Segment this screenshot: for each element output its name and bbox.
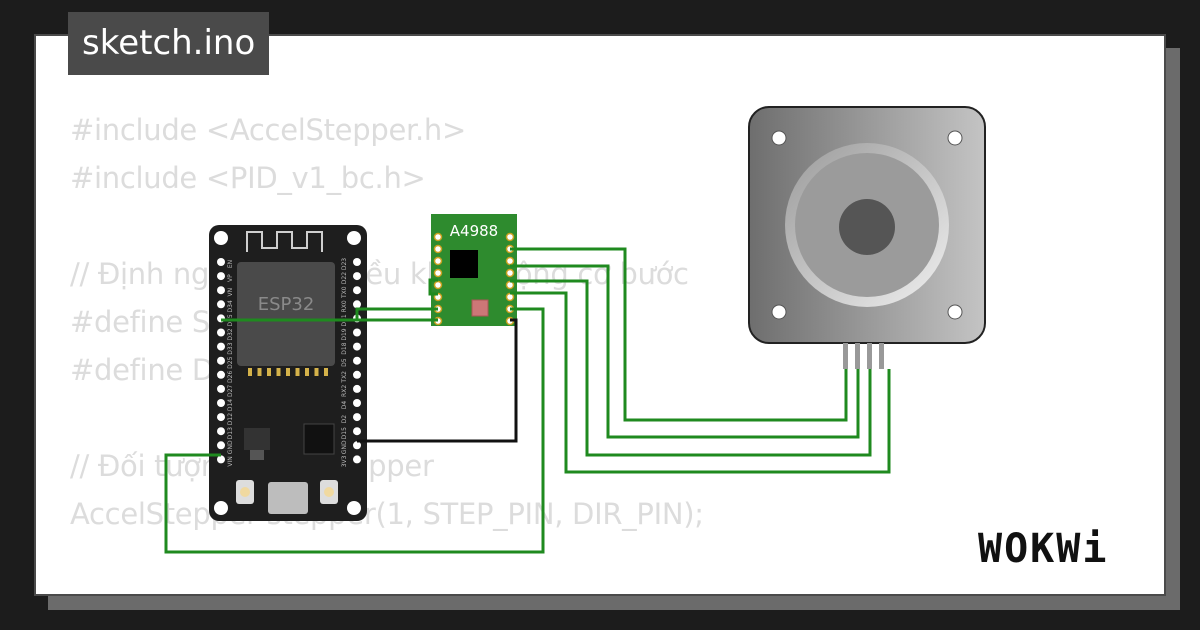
esp32-pin[interactable] [217,356,225,365]
esp32-pin-label: D12 [227,413,234,425]
file-tab[interactable]: sketch.ino [68,12,270,75]
esp32-pin-label: D33 [227,342,234,354]
driver-pin[interactable] [505,232,515,242]
esp32-pin-label: D2 [341,415,348,424]
driver-pin[interactable] [505,268,515,278]
module-pad [305,368,309,376]
esp32-pin[interactable] [353,427,361,436]
esp32-pin-label: D13 [227,427,234,439]
esp32-pin[interactable] [217,286,225,295]
esp32-pin-label: D34 [227,300,234,312]
esp32-pin[interactable] [353,441,361,450]
code-line: #include <PID_v1_bc.h> [70,161,426,195]
esp32-pin[interactable] [353,455,361,464]
esp32-pin[interactable] [217,272,225,281]
module-pad [267,368,271,376]
wires [164,247,891,554]
esp32-pin[interactable] [353,328,361,337]
module-pad [324,368,328,376]
esp32-pin-label: D23 [341,258,348,270]
esp32-pin[interactable] [217,258,225,266]
esp32-pin-label: EN [227,260,234,268]
wire-reset-sleep[interactable] [428,278,438,296]
wire-gnd[interactable] [357,318,518,443]
esp32-pin[interactable] [217,300,225,309]
esp32-pin[interactable] [217,427,225,436]
wire-motor-c[interactable] [510,279,872,457]
a4988-driver[interactable]: A4988 [431,214,517,326]
esp32-board[interactable]: ESP32 ENVPVND34D35D32D33D25D26D27D14D12D… [209,225,367,521]
driver-pin[interactable] [433,232,443,242]
esp32-pin-label: D19 [341,328,348,340]
driver-pin[interactable] [505,256,515,266]
esp32-pin-label: D15 [341,427,348,439]
esp32-pin[interactable] [353,342,361,351]
driver-pin[interactable] [433,268,443,278]
esp32-pin[interactable] [353,300,361,309]
wokwi-logo: WOKWi [978,526,1109,572]
esp32-pin[interactable] [353,258,361,266]
esp32-pin[interactable] [353,356,361,365]
esp32-pin-label: RX0 [341,300,348,312]
esp32-pin[interactable] [217,328,225,337]
module-pad [295,368,300,376]
driver-pin[interactable] [505,292,515,302]
esp32-pin-label: D27 [227,385,234,397]
esp32-pin-label: D5 [341,358,348,367]
driver-pin[interactable] [505,280,515,290]
esp32-pin[interactable] [353,399,361,407]
esp32-label: ESP32 [258,294,315,315]
esp32-pin-label: D4 [341,401,348,410]
esp32-pin[interactable] [217,413,225,422]
driver-label: A4988 [450,222,498,240]
stepper-motor[interactable] [748,106,986,369]
esp32-pin[interactable] [353,286,361,295]
esp32-pin-label: 3V3 [341,455,348,467]
module-pad [248,368,252,376]
esp32-pin-label: GND [341,440,348,454]
esp32-pin-label: D32 [227,328,234,340]
esp32-pin-label: VIN [227,456,234,466]
driver-pin[interactable] [433,256,443,266]
esp32-pin-label: D14 [227,399,234,411]
esp32-pin[interactable] [217,342,225,351]
wire-motor-b[interactable] [510,264,860,439]
esp32-pin[interactable] [217,370,225,379]
esp32-pin[interactable] [353,413,361,422]
esp32-pin[interactable] [217,399,225,407]
esp32-pin-label: RX2 [341,385,348,397]
esp32-pin[interactable] [353,272,361,281]
esp32-pin[interactable] [353,384,361,393]
esp32-pin-label: VN [227,288,234,297]
esp32-pin-label: TX2 [341,371,348,384]
esp32-pin[interactable] [217,455,225,464]
esp32-pin[interactable] [217,384,225,393]
module-pad [314,368,319,376]
wire-motor-d[interactable] [510,291,891,474]
esp32-pin[interactable] [217,441,225,450]
wire-step[interactable] [355,307,438,320]
module-pad [276,368,281,376]
esp32-pin-label: D18 [341,342,348,354]
wire-vin[interactable] [164,307,545,554]
esp32-pin-label: D26 [227,370,234,382]
code-line: #include <AccelStepper.h> [70,113,466,147]
esp32-pin[interactable] [353,370,361,379]
esp32-pin-label: GND [227,440,234,454]
esp32-pin-label: D22 [341,272,348,284]
driver-pin[interactable] [433,280,443,290]
module-pad [257,368,262,376]
code-preview: #include <AccelStepper.h> #include <PID_v… [70,106,704,594]
driver-pin[interactable] [433,244,443,254]
esp32-pin-label: D25 [227,356,234,368]
esp32-pin-label: VP [227,274,234,282]
code-line: // Biến PID [70,586,704,594]
wire-motor-a[interactable] [510,247,848,422]
esp32-pin-label: TX0 [341,286,348,299]
module-pad [286,368,290,376]
